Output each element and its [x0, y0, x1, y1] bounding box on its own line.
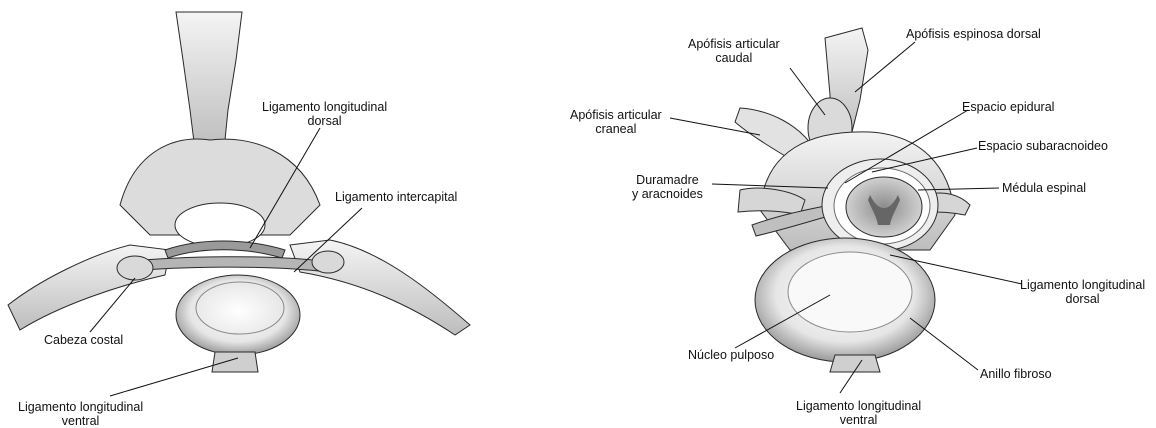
- leader-left-ventral-ligament: [110, 358, 238, 396]
- label-right-annulus-fibrosus: Anillo fibroso: [980, 367, 1052, 381]
- leader-right-annulus: [910, 318, 978, 370]
- label-left-intercapital-ligament: Ligamento intercapital: [335, 190, 457, 204]
- label-right-caudal-articular: Apófisis articular caudal: [688, 37, 780, 65]
- leader-right-caudal-articular: [790, 68, 825, 115]
- left-rib-left: [8, 245, 170, 330]
- left-dorsal-ligament-shape: [165, 241, 285, 258]
- right-spinal-cord-shape: [846, 177, 922, 237]
- label-right-subarachnoid-space: Espacio subaracnoideo: [978, 139, 1108, 153]
- label-right-epidural-space: Espacio epidural: [962, 100, 1054, 114]
- left-vertebral-canal: [175, 203, 265, 247]
- left-ventral-ligament-shape: [212, 352, 258, 372]
- label-left-costal-head: Cabeza costal: [44, 333, 123, 347]
- label-right-ventral-ligament: Ligamento longitudinal ventral: [796, 399, 921, 427]
- label-left-ventral-ligament: Ligamento longitudinal ventral: [18, 400, 143, 428]
- label-right-spinal-cord: Médula espinal: [1002, 181, 1086, 195]
- left-vertebral-body: [176, 275, 300, 355]
- left-costal-head-right: [312, 251, 344, 273]
- label-right-cranial-articular: Apófisis articular craneal: [570, 108, 662, 136]
- right-vertebra: [735, 28, 970, 372]
- left-costal-head-left: [117, 256, 153, 280]
- label-right-nucleus-pulposus: Núcleo pulposo: [688, 348, 774, 362]
- left-spinous-process: [176, 12, 242, 150]
- right-nucleus-pulposus-shape: [788, 252, 912, 332]
- label-left-dorsal-ligament: Ligamento longitudinal dorsal: [262, 100, 387, 128]
- label-right-dura-arachnoid: Duramadre y aracnoides: [632, 173, 703, 201]
- label-right-dorsal-spinous: Apófisis espinosa dorsal: [906, 27, 1041, 41]
- label-right-dorsal-ligament: Ligamento longitudinal dorsal: [1020, 278, 1145, 306]
- right-ventral-ligament-shape: [830, 355, 880, 372]
